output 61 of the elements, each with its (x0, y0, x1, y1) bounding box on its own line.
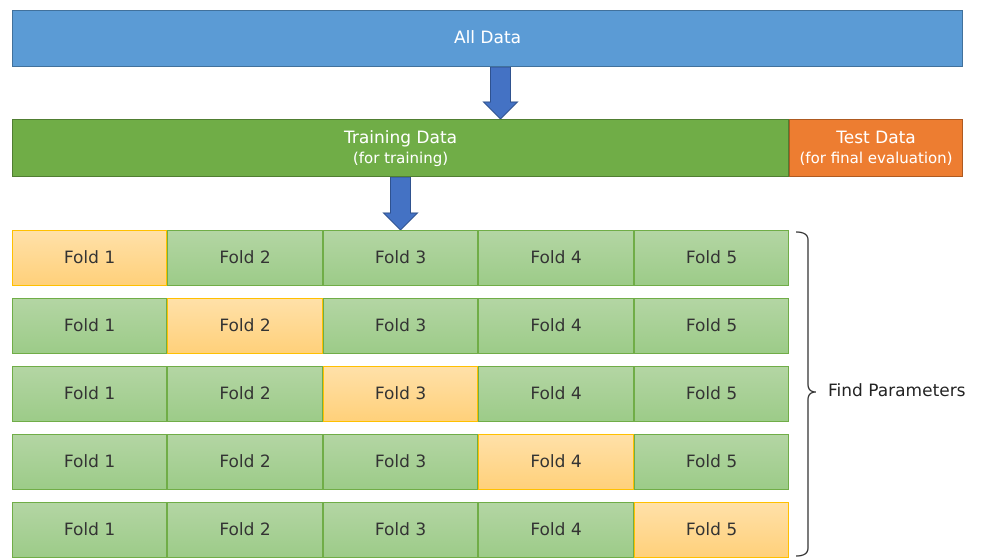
box-title: Fold 3 (374, 452, 426, 472)
data-bar (789, 119, 963, 177)
box-subtitle: (for final evaluation) (799, 149, 953, 168)
box-title: Fold 4 (530, 248, 582, 268)
box-title: Fold 1 (64, 316, 116, 336)
fold-cell (323, 434, 478, 490)
box-title: Fold 3 (374, 248, 426, 268)
box-title: Fold 5 (686, 384, 738, 404)
fold-cell (167, 230, 323, 286)
fold-cell (634, 366, 789, 422)
box-title: Fold 2 (219, 248, 271, 268)
box-title: Fold 5 (686, 452, 738, 472)
box-title: Fold 5 (686, 248, 738, 268)
fold-cell (323, 230, 478, 286)
box-subtitle: (for training) (352, 149, 448, 168)
box-title: Fold 4 (530, 316, 582, 336)
fold-cell (634, 434, 789, 490)
box-title: Fold 4 (530, 520, 582, 540)
fold-cell (323, 366, 478, 422)
fold-cell (634, 230, 789, 286)
fold-cell (12, 298, 167, 354)
fold-cell (634, 502, 789, 558)
box-title: All Data (454, 28, 522, 49)
box-title: Fold 3 (374, 384, 426, 404)
fold-cell (12, 366, 167, 422)
fold-cell (12, 230, 167, 286)
box-title: Fold 1 (64, 248, 116, 268)
arrow (382, 176, 419, 231)
fold-cell (12, 502, 167, 558)
fold-cell (478, 434, 634, 490)
fold-cell (12, 434, 167, 490)
box-title: Fold 2 (219, 384, 271, 404)
box-title: Test Data (836, 128, 916, 149)
fold-cell (167, 434, 323, 490)
data-bar (12, 119, 789, 177)
box-title: Fold 4 (530, 384, 582, 404)
box-title: Fold 2 (219, 316, 271, 336)
fold-cell (478, 230, 634, 286)
fold-cell (323, 502, 478, 558)
fold-cell (167, 502, 323, 558)
fold-cell (478, 502, 634, 558)
arrow (482, 66, 519, 120)
box-title: Fold 4 (530, 452, 582, 472)
box-title: Fold 5 (686, 520, 738, 540)
box-title: Fold 1 (64, 384, 116, 404)
data-bar (12, 10, 963, 67)
box-title: Fold 2 (219, 452, 271, 472)
box-title: Fold 1 (64, 520, 116, 540)
fold-cell (167, 298, 323, 354)
box-title: Fold 5 (686, 316, 738, 336)
box-title: Training Data (344, 128, 458, 149)
fold-cell (478, 366, 634, 422)
box-title: Fold 2 (219, 520, 271, 540)
box-title: Fold 3 (374, 520, 426, 540)
fold-cell (634, 298, 789, 354)
box-title: Fold 3 (374, 316, 426, 336)
fold-cell (323, 298, 478, 354)
box-title: Fold 1 (64, 452, 116, 472)
fold-cell (478, 298, 634, 354)
brace-label: Find Parameters (828, 381, 966, 401)
fold-cell (167, 366, 323, 422)
